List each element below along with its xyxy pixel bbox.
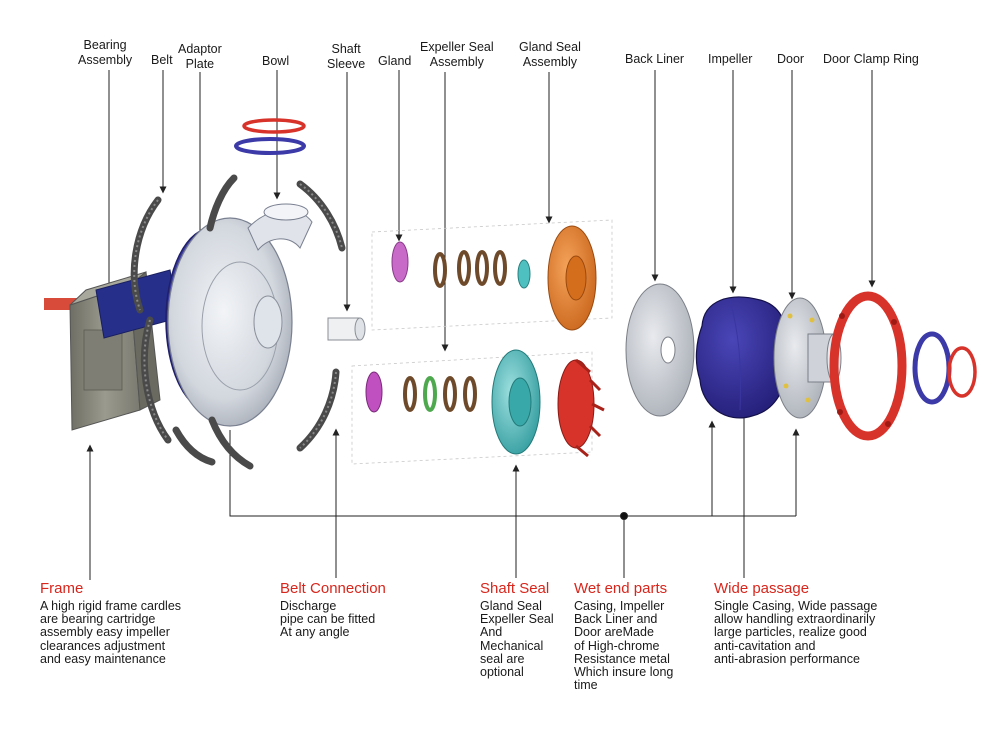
bowl-rings: [234, 118, 306, 155]
label-door-clamp-ring: Door Clamp Ring: [823, 52, 919, 66]
clamp-segments: [130, 174, 346, 470]
label-bowl: Bowl: [262, 54, 290, 68]
feature-leader-lines: [86, 404, 800, 580]
end-rings: [912, 331, 977, 405]
feature-frame-body: A high rigid frame cardles are bearing c…: [40, 599, 182, 666]
gland-seal-row: [391, 225, 597, 331]
casing-volute: [165, 203, 313, 427]
seal-guide-planes: [351, 219, 613, 465]
feature-wide-passage-title: Wide passage: [714, 580, 810, 597]
door-clamp-ring: [829, 291, 907, 441]
feature-wet-end-body: Casing, Impeller Back Liner and Door are…: [574, 599, 674, 693]
shaft-sleeve: [327, 317, 366, 341]
label-door: Door: [777, 52, 805, 66]
feature-belt-body: Discharge pipe can be fitted At any angl…: [280, 599, 376, 640]
feature-belt-title: Belt Connection: [280, 580, 386, 597]
leader-lines: [105, 70, 876, 352]
feature-frame-title: Frame: [40, 580, 84, 597]
label-back-liner: Back Liner: [625, 52, 685, 66]
expeller-seal-row: [365, 349, 605, 458]
feature-shaft-seal-title: Shaft Seal: [480, 580, 550, 597]
feature-shaft-seal-body: Gland Seal Expeller Seal And Mechanical …: [480, 599, 554, 680]
label-belt: Belt: [151, 53, 173, 67]
back-liner: [625, 283, 695, 417]
label-impeller: Impeller: [708, 52, 753, 66]
feature-wet-end-title: Wet end parts: [574, 580, 668, 597]
label-gland: Gland: [378, 54, 412, 68]
frame-pedestal: [44, 269, 179, 431]
clamp-teeth: [133, 183, 343, 449]
feature-wide-passage-body: Single Casing, Wide passage allow handli…: [714, 599, 878, 666]
